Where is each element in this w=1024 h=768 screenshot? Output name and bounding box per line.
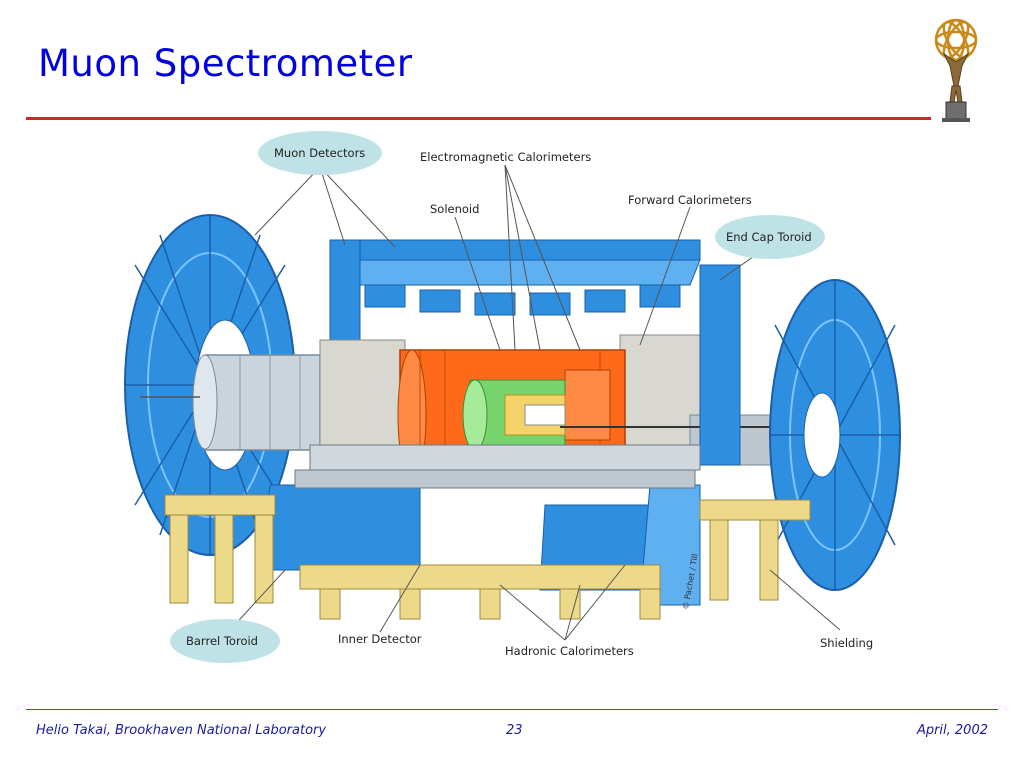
- hadronic-calorimeters-label: Hadronic Calorimeters: [505, 644, 634, 658]
- solenoid-label: Solenoid: [430, 202, 479, 216]
- barrel-toroid-label: Barrel Toroid: [186, 634, 258, 648]
- atlas-detector-diagram: Muon Detectors Electromagnetic Calorimet…: [124, 131, 901, 663]
- footer-rule: [26, 709, 998, 710]
- footer-date: April, 2002: [916, 723, 988, 738]
- forward-calorimeters-label: Forward Calorimeters: [628, 193, 752, 207]
- support-structure: [164, 494, 811, 620]
- footer-author: Helio Takai, Brookhaven National Laborat…: [36, 723, 327, 738]
- atlas-logo: [934, 18, 978, 122]
- end-cap-toroid-label: End Cap Toroid: [726, 230, 812, 244]
- barrel-toroid-upper: [329, 239, 701, 486]
- leader-lines: [229, 164, 841, 641]
- slide-title: Muon Spectrometer: [38, 42, 413, 85]
- logo-sphere: [934, 18, 978, 62]
- barrel-toroid-bubble: [170, 619, 280, 663]
- end-cap-toroid-right: [699, 264, 901, 591]
- muon-detectors-bubble: [258, 131, 382, 175]
- logo-pedestal: [945, 101, 967, 121]
- shielding-label: Shielding: [820, 636, 873, 650]
- inner-detector: [462, 379, 566, 451]
- end-cap-toroid-bubble: [715, 215, 825, 259]
- title-rule: [26, 117, 931, 120]
- page-number: 23: [506, 723, 523, 738]
- inner-detector-label: Inner Detector: [338, 632, 422, 646]
- em-calorimeters-label: Electromagnetic Calorimeters: [420, 150, 591, 164]
- muon-detectors-label: Muon Detectors: [274, 146, 365, 160]
- shielding-left: [192, 354, 321, 451]
